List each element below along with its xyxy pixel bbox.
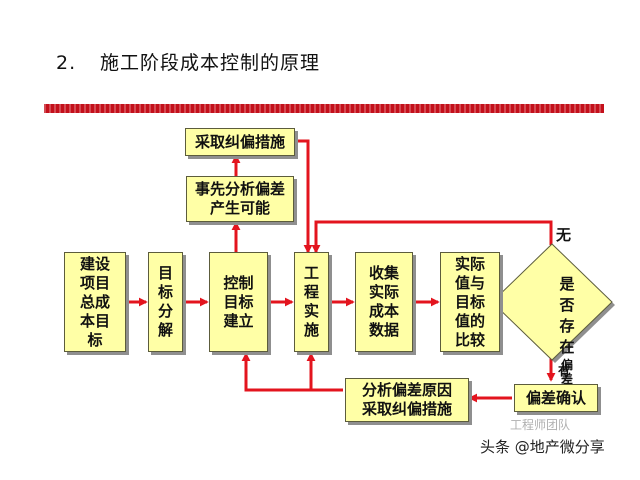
- arrow-no-deviation-loop: [311, 220, 553, 254]
- collect-data-box: 收集 实际 成本 数据: [355, 252, 413, 352]
- arrow-analyze-to-control: [241, 352, 343, 392]
- correct-measure-box-top: 采取纠偏措施: [185, 128, 295, 156]
- decision-text: 是 否 存 在 偏 差: [559, 275, 575, 386]
- compare-box: 实际 值与 目标 值的 比较: [440, 252, 500, 352]
- deviation-confirm-box: 偏差确认: [514, 384, 598, 412]
- arrow-correct-to-construction: [295, 139, 313, 254]
- title-number: 2.: [56, 52, 77, 74]
- watermark-faint: 工程师团队: [510, 418, 571, 432]
- control-target-box: 控制 目标 建立: [209, 252, 268, 352]
- watermark: 头条 @地产微分享: [480, 438, 605, 456]
- no-deviation-label: 无: [556, 226, 572, 244]
- has-deviation-label: 有: [558, 364, 571, 378]
- analyze-cause-box: 分析偏差原因 采取纠偏措施: [345, 378, 469, 422]
- pre-analysis-box: 事先分析偏差 产生可能: [186, 176, 294, 222]
- project-cost-target-box: 建设 项目 总成 本目 标: [64, 252, 126, 352]
- construction-box: 工 程 实 施: [294, 252, 329, 352]
- decision-diamond: [491, 243, 613, 361]
- target-decompose-box: 目 标 分 解: [148, 252, 183, 352]
- title-divider: [44, 104, 604, 113]
- title-text: 施工阶段成本控制的原理: [100, 52, 321, 74]
- page-title: 2. 施工阶段成本控制的原理: [56, 48, 320, 75]
